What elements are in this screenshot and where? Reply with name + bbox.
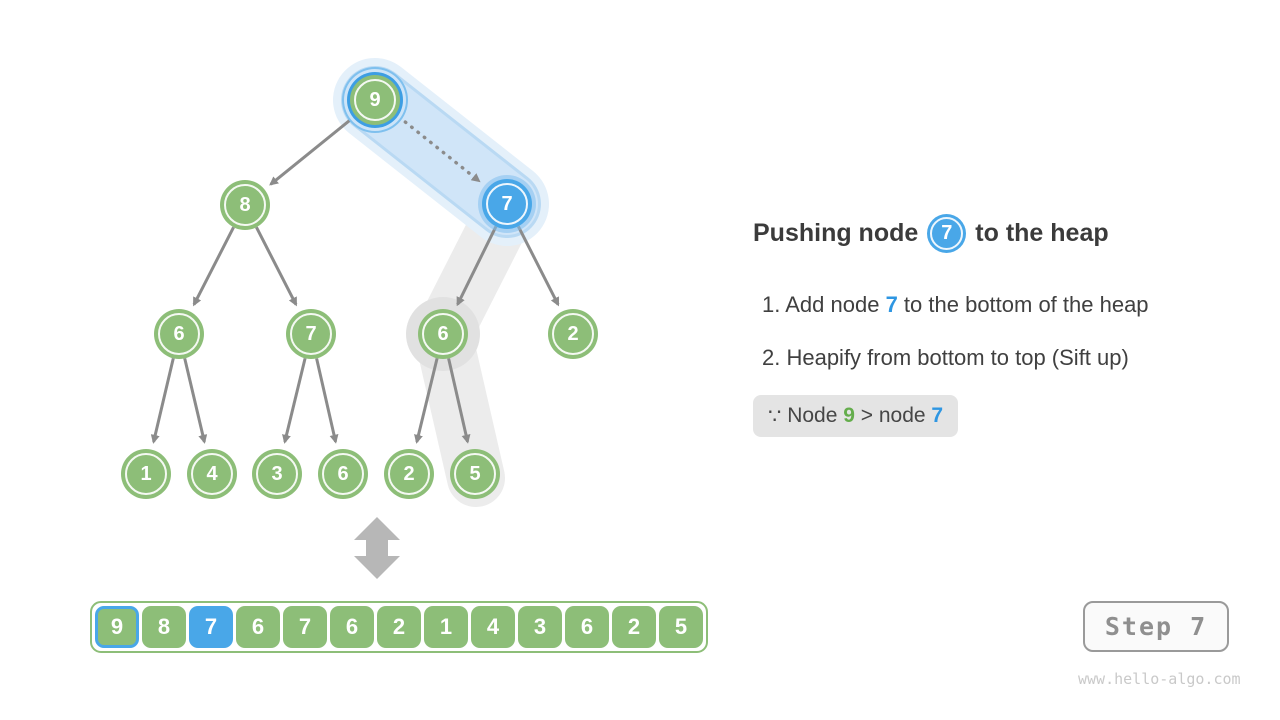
tree-node: 5 [450,449,500,499]
node-value: 1 [140,462,152,485]
node-value: 7 [941,221,953,244]
array-cell: 8 [142,606,186,648]
node-value: 4 [206,462,218,485]
tree-node: 8 [220,180,270,230]
tree-node: 2 [548,309,598,359]
node-value: 5 [469,462,481,485]
title-prefix: Pushing node [753,218,919,247]
node-value: 6 [173,322,185,345]
tree-node-pushed: 7 [482,179,532,229]
tree-node: 6 [154,309,204,359]
array-cell: 2 [612,606,656,648]
tree-node: 6 [418,309,468,359]
array-cell-pushed: 7 [189,606,233,648]
array-cell: 6 [330,606,374,648]
heap-array: 9 8 7 6 7 6 2 1 4 3 6 2 5 [90,601,708,653]
array-cell: 6 [236,606,280,648]
node-value: 8 [239,193,251,216]
instruction-step-1: 1. Add node 7 to the bottom of the heap [762,292,1149,317]
node-value: 7 [305,322,317,345]
tree-node: 7 [286,309,336,359]
tree-node: 4 [187,449,237,499]
tree-array-sync-icon [354,517,400,579]
tree-node: 1 [121,449,171,499]
pushed-node-badge: 7 [927,213,967,253]
because-symbol: ∵ [768,404,788,428]
node-value: 2 [403,462,415,485]
node-value: 6 [337,462,349,485]
tree-node: 6 [318,449,368,499]
array-cell: 1 [424,606,468,648]
array-cell: 2 [377,606,421,648]
swap-dotted-arrow [397,115,481,183]
tree-node: 3 [252,449,302,499]
array-cell: 6 [565,606,609,648]
node-value: 9 [369,88,381,111]
panel-title: Pushing node 7 to the heap [753,210,1109,256]
array-cell: 7 [283,606,327,648]
node-value: 2 [567,322,579,345]
array-cell: 5 [659,606,703,648]
instruction-step-2: 2. Heapify from bottom to top (Sift up) [762,345,1129,370]
step-badge: Step 7 [1083,601,1229,652]
array-cell: 4 [471,606,515,648]
tree-edges [150,114,560,444]
tree-node: 2 [384,449,434,499]
tree-node-root: 9 [350,75,400,125]
array-cell-swapped: 9 [95,606,139,648]
title-suffix: to the heap [975,218,1109,247]
array-cell: 3 [518,606,562,648]
comparison-note: ∵ Node 9 > node 7 [753,395,959,437]
watermark: www.hello-algo.com [1078,670,1241,688]
node-value: 6 [437,322,449,345]
node-value: 3 [271,462,283,485]
node-value: 7 [501,192,513,215]
